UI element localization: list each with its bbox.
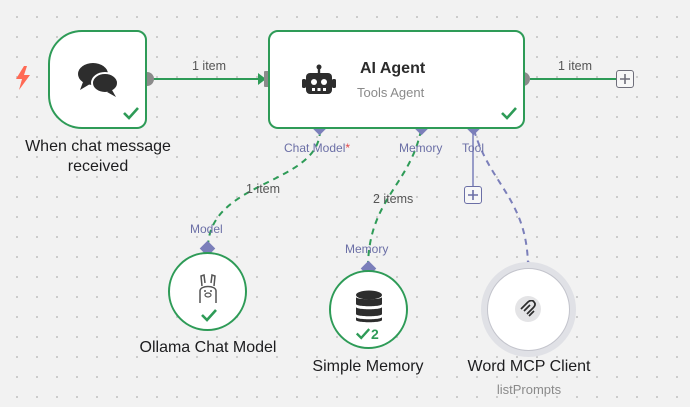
plus-icon [468,190,478,200]
plus-icon [620,74,630,84]
success-check-icon [501,107,517,120]
agent-subtitle: Tools Agent [357,85,425,100]
chat-model-port-text: Chat Model [284,141,346,155]
wire-memory-agent[interactable] [367,129,422,269]
success-check-icon [201,309,217,322]
mcp-sublabel: listPrompts [496,382,562,397]
mcp-icon-bg [515,296,541,322]
ollama-port-label: Model [190,222,223,236]
llama-icon [199,274,217,303]
wire-model-agent[interactable] [207,129,321,249]
memory-run-count: 2 [371,326,379,342]
lightning-icon [16,66,30,90]
tool-port-label: Tool [462,141,485,155]
agent-output-count: 1 item [558,59,593,73]
trigger-label-line1: When chat message [25,138,171,155]
memory-node-port-label: Memory [345,242,389,256]
ollama-label: Ollama Chat Model [139,339,277,356]
chat-trigger-node[interactable] [48,30,147,129]
add-tool-button[interactable] [464,186,482,204]
agent-title: AI Agent [360,60,426,77]
success-check-icon [355,328,371,340]
simple-memory-node[interactable] [329,270,408,349]
required-marker: * [345,141,351,155]
trigger-agent-count: 1 item [192,59,227,73]
add-next-node-button[interactable] [616,70,634,88]
trigger-label-line2: received [67,158,129,175]
success-check-icon [123,107,139,120]
model-agent-count: 1 item [246,182,281,196]
memory-agent-count: 2 items [373,192,414,206]
ollama-chat-model-node[interactable] [168,252,247,331]
memory-label: Simple Memory [312,358,424,375]
wire-arrowhead [258,73,266,85]
database-icon [356,290,382,323]
trigger-label: When chat message received [8,137,188,177]
word-mcp-client-node[interactable] [487,268,570,351]
mcp-label: Word MCP Client [467,358,591,375]
ai-agent-node[interactable] [268,30,525,129]
memory-port-label: Memory [399,141,443,155]
chat-bubbles-icon [78,63,119,97]
mcp-icon [520,300,536,317]
robot-icon [302,64,336,94]
chat-model-port-label: Chat Model* [284,141,350,155]
